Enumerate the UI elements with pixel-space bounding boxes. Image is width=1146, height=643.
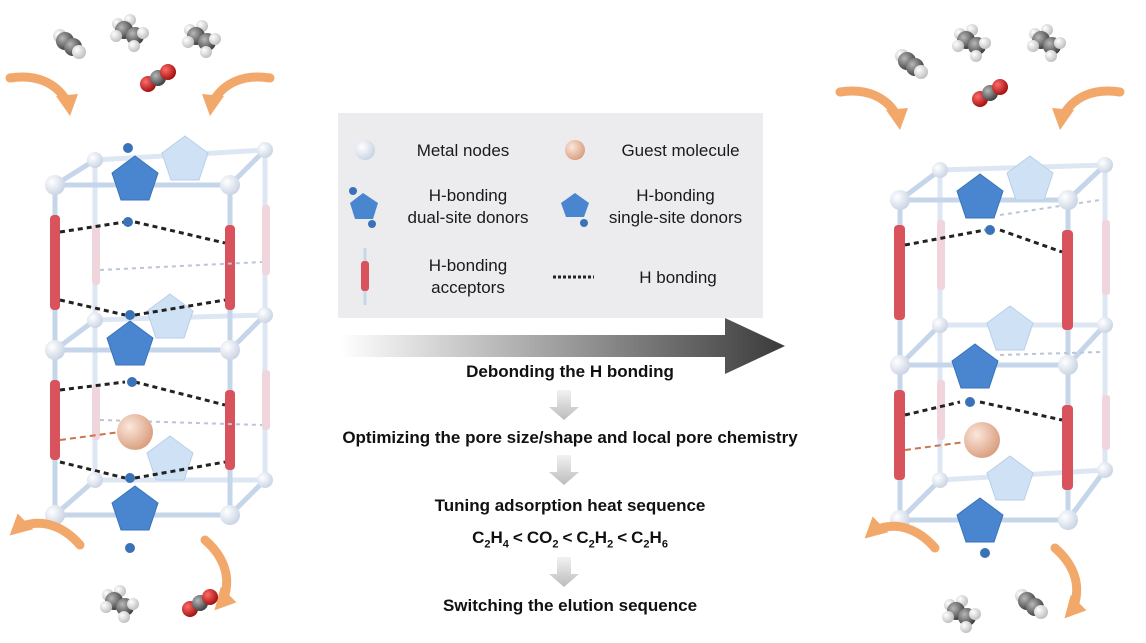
right-gas-molecules-in bbox=[895, 24, 1066, 107]
right-gas-molecules-out bbox=[942, 589, 1048, 633]
step-switching: Switching the elution sequence bbox=[442, 596, 698, 615]
step-optimizing: Optimizing the pore size/shape and local… bbox=[342, 428, 798, 447]
left-framework bbox=[45, 135, 273, 553]
sequence-molecule: C2H4 bbox=[472, 528, 509, 551]
legend-box: Metal nodes Guest molecule H-bonding dua… bbox=[338, 113, 763, 318]
legend-acceptors-line1: H-bonding bbox=[428, 256, 508, 275]
sequence-separator: < bbox=[617, 528, 628, 547]
legend-symbols bbox=[349, 140, 594, 305]
sequence-molecule: C2H6 bbox=[631, 528, 668, 551]
legend-guest-molecule: Guest molecule bbox=[621, 141, 740, 160]
sequence-molecule: C2H2 bbox=[576, 528, 614, 551]
legend-acceptors-line2: acceptors bbox=[431, 278, 505, 297]
acceptor-icon bbox=[361, 248, 369, 305]
sequence-molecule: CO2 bbox=[526, 528, 559, 551]
metal-node-icon bbox=[355, 140, 375, 160]
legend-dual-donors-line1: H-bonding bbox=[428, 186, 508, 205]
legend-single-donors-line2: single-site donors bbox=[608, 208, 743, 227]
down-arrows bbox=[549, 390, 579, 587]
sequence-separator: < bbox=[562, 528, 573, 547]
left-inflow-arrows bbox=[10, 77, 270, 116]
left-gas-molecules-out bbox=[100, 585, 218, 623]
step-tuning: Tuning adsorption heat sequence bbox=[434, 496, 706, 515]
right-framework bbox=[890, 155, 1113, 558]
main-transition-arrow bbox=[340, 318, 785, 374]
legend-h-bonding: H bonding bbox=[639, 268, 717, 287]
legend-metal-nodes: Metal nodes bbox=[416, 141, 510, 160]
step-debonding: Debonding the H bonding bbox=[466, 362, 674, 381]
sequence-separator: < bbox=[512, 528, 523, 547]
single-site-donor-icon bbox=[561, 193, 589, 227]
legend-single-donors-line1: H-bonding bbox=[636, 186, 715, 205]
adsorption-sequence: C2H4<CO2<C2H2<C2H6 bbox=[250, 528, 890, 550]
dual-site-donor-icon bbox=[349, 187, 378, 228]
left-gas-molecules-in bbox=[53, 14, 221, 92]
guest-molecule-icon bbox=[565, 140, 585, 160]
legend-dual-donors-line2: dual-site donors bbox=[407, 208, 529, 227]
